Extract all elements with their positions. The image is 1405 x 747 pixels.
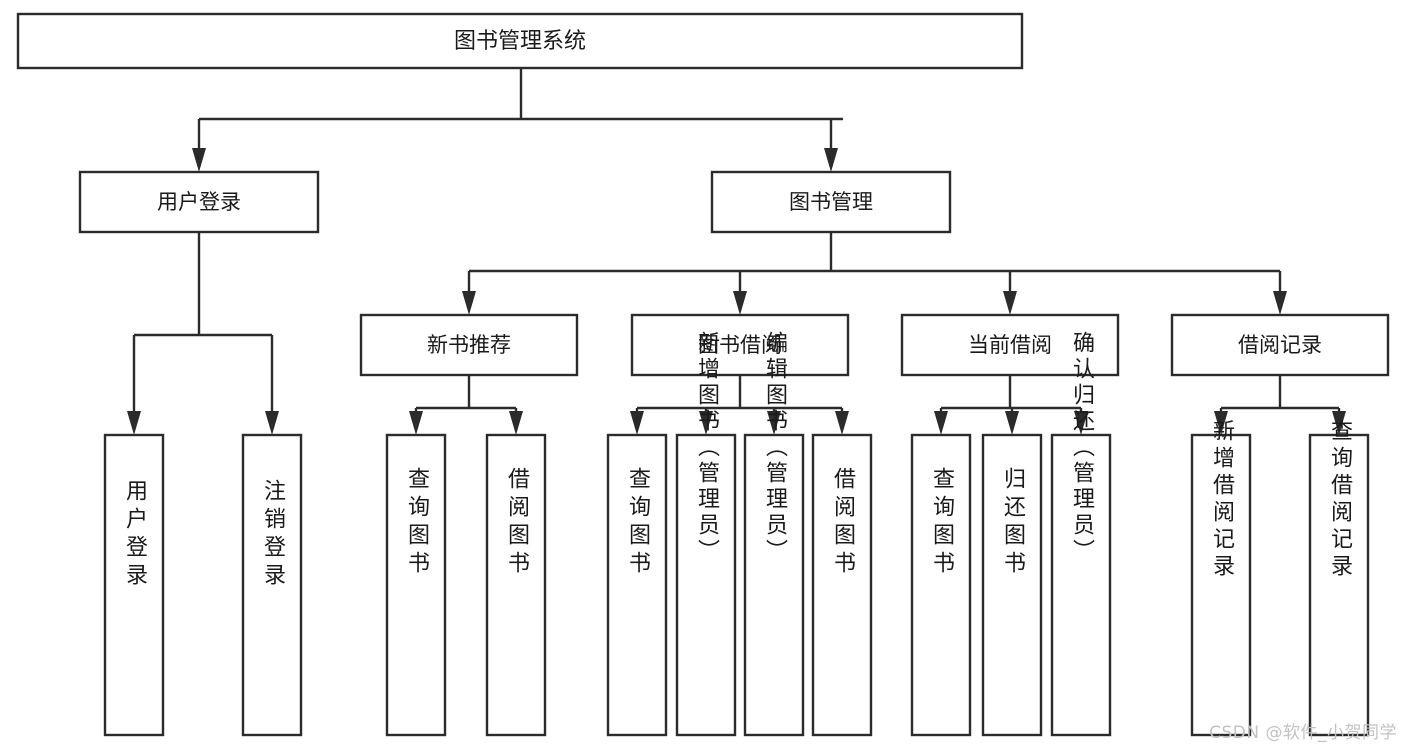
arrow-head-book-manage [824,148,838,172]
node-book-manage-label: 图书管理 [789,190,873,214]
arrow-head-current-borrow [1003,291,1017,315]
arrow-head-leaf-query-book-2 [630,411,644,435]
leaf-query-borrow-record-box[interactable] [1308,433,1370,737]
node-current-borrow[interactable]: 当前借阅 [900,313,1120,377]
leaf-borrow-book-borrow-box[interactable] [811,433,873,737]
leaf-add-borrow-record-label: 新增借阅记录 [1209,419,1235,581]
arrow-head-leaf-edit-book [767,411,781,435]
leaf-borrow-book-newbook[interactable]: 借阅图书 [485,433,547,737]
leaf-add-borrow-record-box[interactable] [1190,433,1252,737]
node-user-login[interactable]: 用户登录 [78,170,320,234]
leaf-query-borrow-record-label: 查询借阅记录 [1327,419,1353,581]
node-book-borrow[interactable]: 图书借阅 [630,313,850,377]
leaf-borrow-book-borrow-label: 借阅图书 [830,467,856,579]
leaf-user-login-box[interactable] [103,433,165,737]
node-new-book-recommend[interactable]: 新书推荐 [359,313,579,377]
arrow-head-book-borrow [733,291,747,315]
arrow-head-leaf-confirm-return [1074,411,1088,435]
leaf-user-login-label: 用户登录 [122,479,148,591]
arrow-head-leaf-return-book [1005,411,1019,435]
node-root-label: 图书管理系统 [454,29,586,54]
leaf-add-book-admin-box[interactable] [675,433,737,737]
leaf-borrow-book-borrow[interactable]: 借阅图书 [811,433,873,737]
node-user-login-box[interactable] [78,170,320,234]
leaf-logout[interactable]: 注销登录 [241,433,303,737]
leaf-confirm-return-admin-label: 确认归还（管理员） [1069,331,1095,565]
node-new-book-recommend-label: 新书推荐 [427,333,511,357]
connector-layer [127,68,1346,435]
arrow-head-leaf-add-record [1214,411,1228,435]
leaf-return-book-label: 归还图书 [1000,467,1026,579]
arrow-head-borrow-record [1273,291,1287,315]
leaf-query-book-borrow-box[interactable] [606,433,668,737]
arrow-head-leaf-user-login [127,411,141,435]
leaf-query-book-current-box[interactable] [910,433,972,737]
leaf-edit-book-admin-label: 编辑图书（管理员） [762,331,788,565]
arrow-head-leaf-query-record [1332,411,1346,435]
arrow-head-leaf-borrow-book-1 [509,411,523,435]
node-book-borrow-box[interactable] [630,313,850,377]
leaf-logout-box[interactable] [241,433,303,737]
arrow-head-leaf-borrow-book-2 [835,411,849,435]
leaf-confirm-return-admin[interactable]: 确认归还（管理员） [1050,331,1112,737]
node-book-manage[interactable]: 图书管理 [710,170,952,234]
leaf-logout-label: 注销登录 [260,479,286,591]
leaf-edit-book-admin-box[interactable] [743,433,805,737]
leaf-query-book-borrow[interactable]: 查询图书 [606,433,668,737]
leaf-user-login[interactable]: 用户登录 [103,433,165,737]
leaf-add-book-admin-label: 新增图书（管理员） [694,331,720,565]
node-new-book-recommend-box[interactable] [359,313,579,377]
leaf-query-book-borrow-label: 查询图书 [625,467,651,579]
arrow-head-leaf-logout [265,411,279,435]
node-root[interactable]: 图书管理系统 [16,12,1024,70]
leaf-query-borrow-record[interactable]: 查询借阅记录 [1308,419,1370,737]
node-book-borrow-label: 图书借阅 [698,333,782,357]
leaf-query-book-current-label: 查询图书 [929,467,955,579]
arrow-head-leaf-add-book [699,411,713,435]
leaf-borrow-book-newbook-label: 借阅图书 [504,467,530,579]
leaf-query-book-current[interactable]: 查询图书 [910,433,972,737]
arrow-head-user-login [192,148,206,172]
node-borrow-record-label: 借阅记录 [1238,333,1322,357]
leaf-query-book-newbook-label: 查询图书 [404,467,430,579]
leaf-return-book-box[interactable] [981,433,1043,737]
leaf-query-book-newbook-box[interactable] [385,433,447,737]
leaf-add-borrow-record[interactable]: 新增借阅记录 [1190,419,1252,737]
node-current-borrow-label: 当前借阅 [968,333,1052,357]
leaf-return-book[interactable]: 归还图书 [981,433,1043,737]
leaf-confirm-return-admin-box[interactable] [1050,433,1112,737]
node-borrow-record-box[interactable] [1170,313,1390,377]
leaf-edit-book-admin[interactable]: 编辑图书（管理员） [743,331,805,737]
node-user-login-label: 用户登录 [157,190,241,214]
node-current-borrow-box[interactable] [900,313,1120,377]
leaf-query-book-newbook[interactable]: 查询图书 [385,433,447,737]
node-book-manage-box[interactable] [710,170,952,234]
arrow-head-leaf-query-book-3 [934,411,948,435]
node-root-box[interactable] [16,12,1024,70]
arrow-head-new-book-rec [462,291,476,315]
leaf-borrow-book-newbook-box[interactable] [485,433,547,737]
node-borrow-record[interactable]: 借阅记录 [1170,313,1390,377]
leaf-add-book-admin[interactable]: 新增图书（管理员） [675,331,737,737]
arrow-head-leaf-query-book-1 [409,411,423,435]
